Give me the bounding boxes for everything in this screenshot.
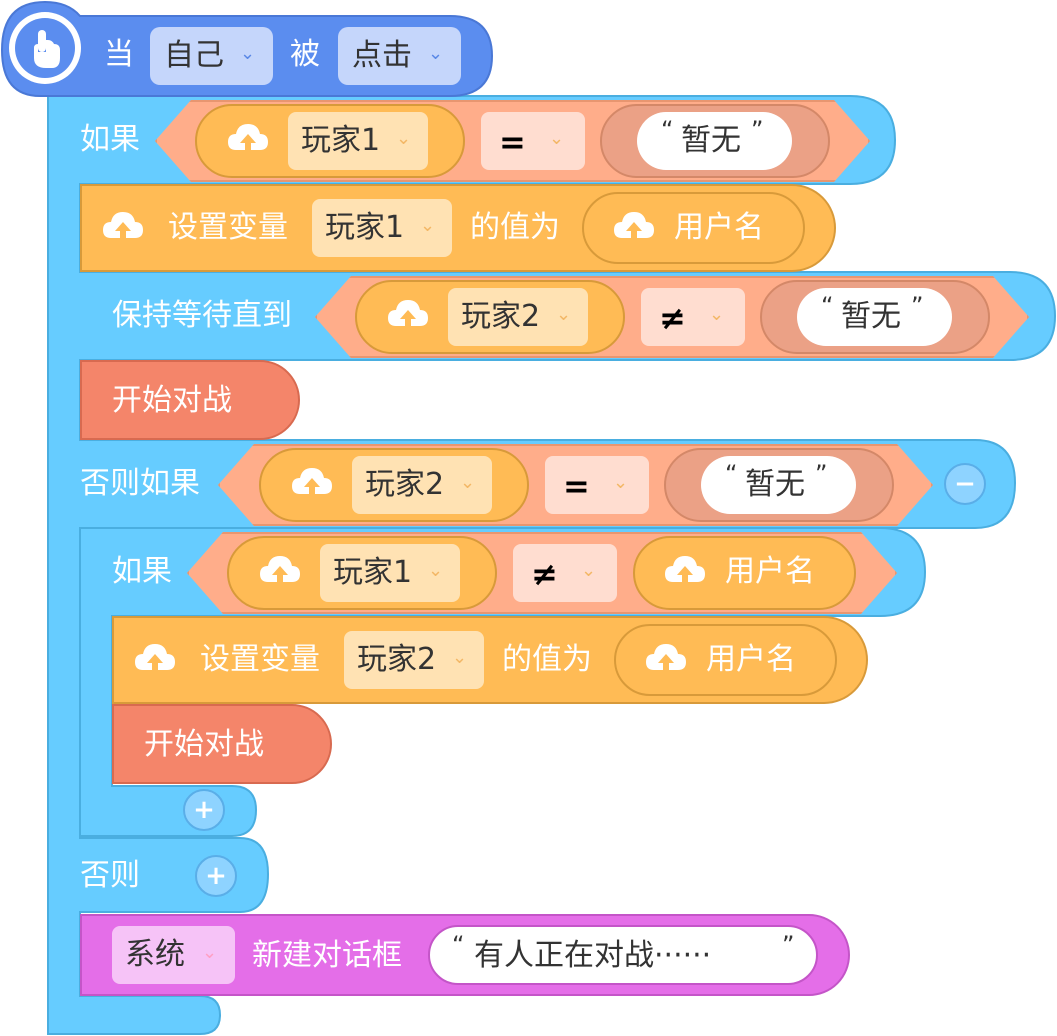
chevron-down-icon: ⌄ (428, 560, 444, 581)
wait-until-label: 保持等待直到 (112, 298, 292, 333)
chevron-down-icon: ⌄ (460, 472, 476, 493)
chevron-down-icon: ⌄ (396, 128, 412, 149)
string-value: 暂无 (841, 299, 901, 334)
operator-value: ≠ (659, 299, 686, 337)
operator-value: = (499, 123, 526, 161)
hat-verb-label: 被 (290, 37, 320, 72)
chevron-down-icon: ⌄ (428, 43, 444, 64)
operator-dropdown[interactable]: ≠ ⌄ (641, 288, 745, 346)
variable-dropdown[interactable]: 玩家1 ⌄ (288, 112, 428, 170)
add-branch-button[interactable]: + (183, 789, 225, 831)
event-dropdown[interactable]: 点击 ⌄ (338, 27, 461, 85)
new-dialog-label: 新建对话框 (252, 938, 402, 973)
value-is-label: 的值为 (502, 642, 592, 677)
remove-branch-button[interactable]: − (944, 463, 986, 505)
string-value: 暂无 (681, 123, 741, 158)
chevron-down-icon: ⌄ (452, 647, 468, 668)
cloud-variable-icon (388, 300, 428, 330)
cloud-variable-icon (228, 124, 268, 154)
cloud-variable-icon (646, 644, 686, 674)
subject-dropdown[interactable]: 自己 ⌄ (150, 27, 273, 85)
target-dropdown[interactable]: 系统 ⌄ (112, 926, 235, 984)
cloud-variable-icon (135, 644, 175, 674)
username-label: 用户名 (725, 554, 815, 589)
add-branch-button[interactable]: + (195, 855, 237, 897)
start-battle-block[interactable]: 开始对战 (80, 360, 300, 440)
string-input[interactable]: “ 暂无 ” (637, 112, 792, 170)
variable-dropdown[interactable]: 玩家2 ⌄ (352, 456, 492, 514)
set-variable-label: 设置变量 (200, 642, 320, 677)
variable-name: 玩家2 (365, 467, 445, 502)
start-battle-label: 开始对战 (144, 727, 264, 762)
variable-name: 玩家1 (325, 210, 405, 245)
target-value: 系统 (125, 937, 185, 972)
string-input[interactable]: “ 暂无 ” (797, 288, 952, 346)
dialog-text: 有人正在对战······ (474, 938, 712, 973)
chevron-down-icon: ⌄ (202, 942, 218, 963)
cloud-variable-icon (260, 556, 300, 586)
chevron-down-icon: ⌄ (240, 43, 256, 64)
hat-when-label: 当 (104, 37, 134, 72)
variable-name: 玩家2 (461, 299, 541, 334)
dialog-text-input[interactable]: “ 有人正在对战······ ” (428, 925, 818, 985)
else-if-label: 否则如果 (80, 466, 200, 501)
value-is-label: 的值为 (470, 210, 560, 245)
operator-dropdown[interactable]: ≠ ⌄ (513, 544, 617, 602)
else-label: 否则 (80, 858, 140, 893)
variable-dropdown[interactable]: 玩家1 ⌄ (312, 199, 452, 257)
cloud-variable-icon (103, 212, 143, 242)
variable-name: 玩家2 (357, 642, 437, 677)
hand-pointer-icon (34, 30, 60, 68)
username-label: 用户名 (674, 210, 764, 245)
variable-dropdown[interactable]: 玩家2 ⌄ (448, 288, 588, 346)
cloud-variable-icon (665, 556, 705, 586)
chevron-down-icon: ⌄ (581, 560, 597, 581)
chevron-down-icon: ⌄ (549, 128, 565, 149)
variable-dropdown[interactable]: 玩家2 ⌄ (344, 631, 484, 689)
if-label: 如果 (80, 122, 140, 157)
chevron-down-icon: ⌄ (613, 472, 629, 493)
if-label: 如果 (112, 554, 172, 589)
subject-value: 自己 (164, 38, 224, 73)
event-value: 点击 (352, 38, 412, 73)
chevron-down-icon: ⌄ (556, 304, 572, 325)
variable-name: 玩家1 (301, 123, 381, 158)
string-value: 暂无 (745, 467, 805, 502)
chevron-down-icon: ⌄ (709, 304, 725, 325)
operator-value: = (563, 467, 590, 505)
string-input[interactable]: “ 暂无 ” (701, 456, 856, 514)
chevron-down-icon: ⌄ (420, 215, 436, 236)
cloud-variable-icon (292, 468, 332, 498)
operator-value: ≠ (531, 555, 558, 593)
start-battle-block[interactable]: 开始对战 (112, 704, 332, 784)
username-label: 用户名 (706, 642, 796, 677)
operator-dropdown[interactable]: = ⌄ (481, 112, 585, 170)
variable-name: 玩家1 (333, 555, 413, 590)
operator-dropdown[interactable]: = ⌄ (545, 456, 649, 514)
start-battle-label: 开始对战 (112, 383, 232, 418)
cloud-variable-icon (614, 212, 654, 242)
set-variable-label: 设置变量 (168, 210, 288, 245)
variable-dropdown[interactable]: 玩家1 ⌄ (320, 544, 460, 602)
